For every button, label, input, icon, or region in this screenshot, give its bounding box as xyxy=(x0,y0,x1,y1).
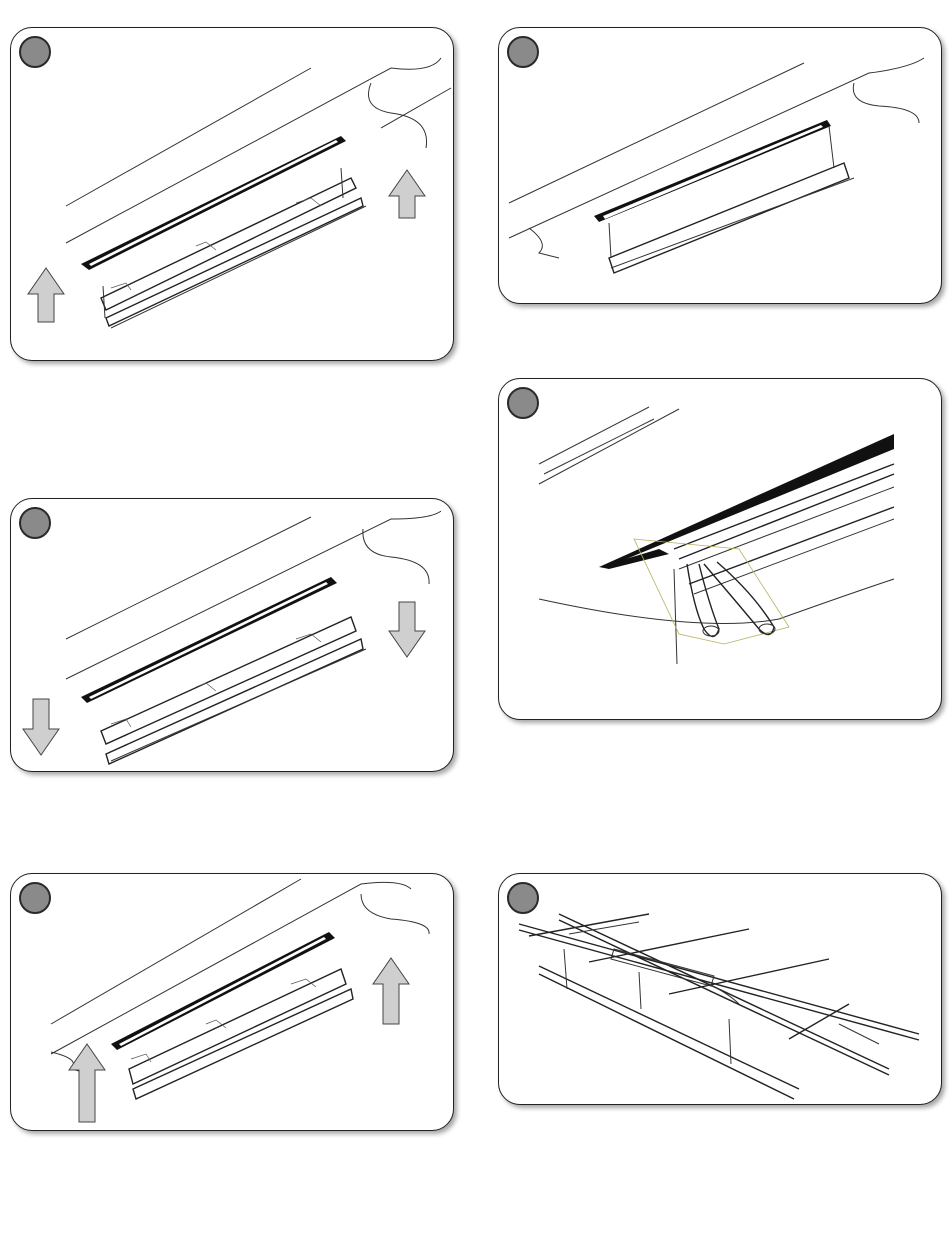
step-panel-5 xyxy=(10,873,454,1131)
pliers-clip-wire-illustration xyxy=(499,379,941,719)
ceiling-grid-suspension-illustration xyxy=(499,874,941,1104)
step-number-badge xyxy=(507,387,539,419)
step-number-badge xyxy=(19,882,51,914)
step-number-badge xyxy=(507,882,539,914)
install-luminaire-up-illustration xyxy=(11,28,453,360)
step-panel-4 xyxy=(498,378,942,720)
reinstall-luminaire-up-illustration xyxy=(11,874,453,1130)
step-number-badge xyxy=(507,36,539,68)
step-panel-2 xyxy=(498,27,942,304)
step-panel-1 xyxy=(10,27,454,361)
step-panel-3 xyxy=(10,498,454,772)
luminaire-in-slot-illustration xyxy=(499,28,941,303)
remove-luminaire-down-illustration xyxy=(11,499,453,771)
step-number-badge xyxy=(19,36,51,68)
step-panel-6 xyxy=(498,873,942,1105)
step-number-badge xyxy=(19,507,51,539)
